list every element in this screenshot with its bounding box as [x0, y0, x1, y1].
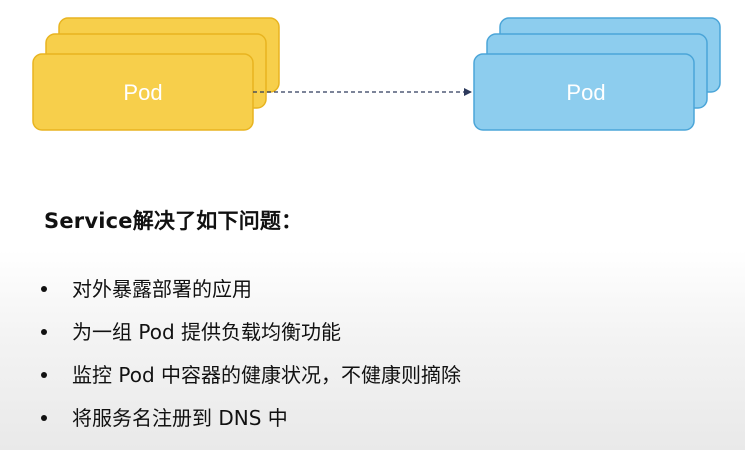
bullet-dot-icon — [41, 329, 47, 335]
bullet-dot-icon — [41, 286, 47, 292]
list-item: 监控 Pod 中容器的健康状况，不健康则摘除 — [38, 359, 461, 402]
list-item: 为一组 Pod 提供负载均衡功能 — [38, 316, 461, 359]
target-pod-label: Pod — [566, 80, 605, 105]
list-item-text: 将服务名注册到 DNS 中 — [72, 406, 288, 430]
list-item-text: 对外暴露部署的应用 — [72, 277, 252, 301]
target-pod-card-front — [473, 53, 695, 131]
bullet-dot-icon — [41, 415, 47, 421]
target-pod-stack: Pod — [473, 17, 721, 131]
list-item: 将服务名注册到 DNS 中 — [38, 402, 461, 445]
list-item-text: 监控 Pod 中容器的健康状况，不健康则摘除 — [72, 363, 461, 387]
section-title: Service解决了如下问题： — [44, 209, 303, 233]
source-pod-stack: Pod — [32, 17, 280, 131]
list-item-text: 为一组 Pod 提供负载均衡功能 — [72, 320, 341, 344]
source-pod-label: Pod — [123, 80, 162, 105]
pod-diagram: Pod Pod — [32, 17, 721, 131]
feature-list: 对外暴露部署的应用 为一组 Pod 提供负载均衡功能 监控 Pod 中容器的健康… — [38, 273, 461, 445]
bullet-dot-icon — [41, 372, 47, 378]
list-item: 对外暴露部署的应用 — [38, 273, 461, 316]
